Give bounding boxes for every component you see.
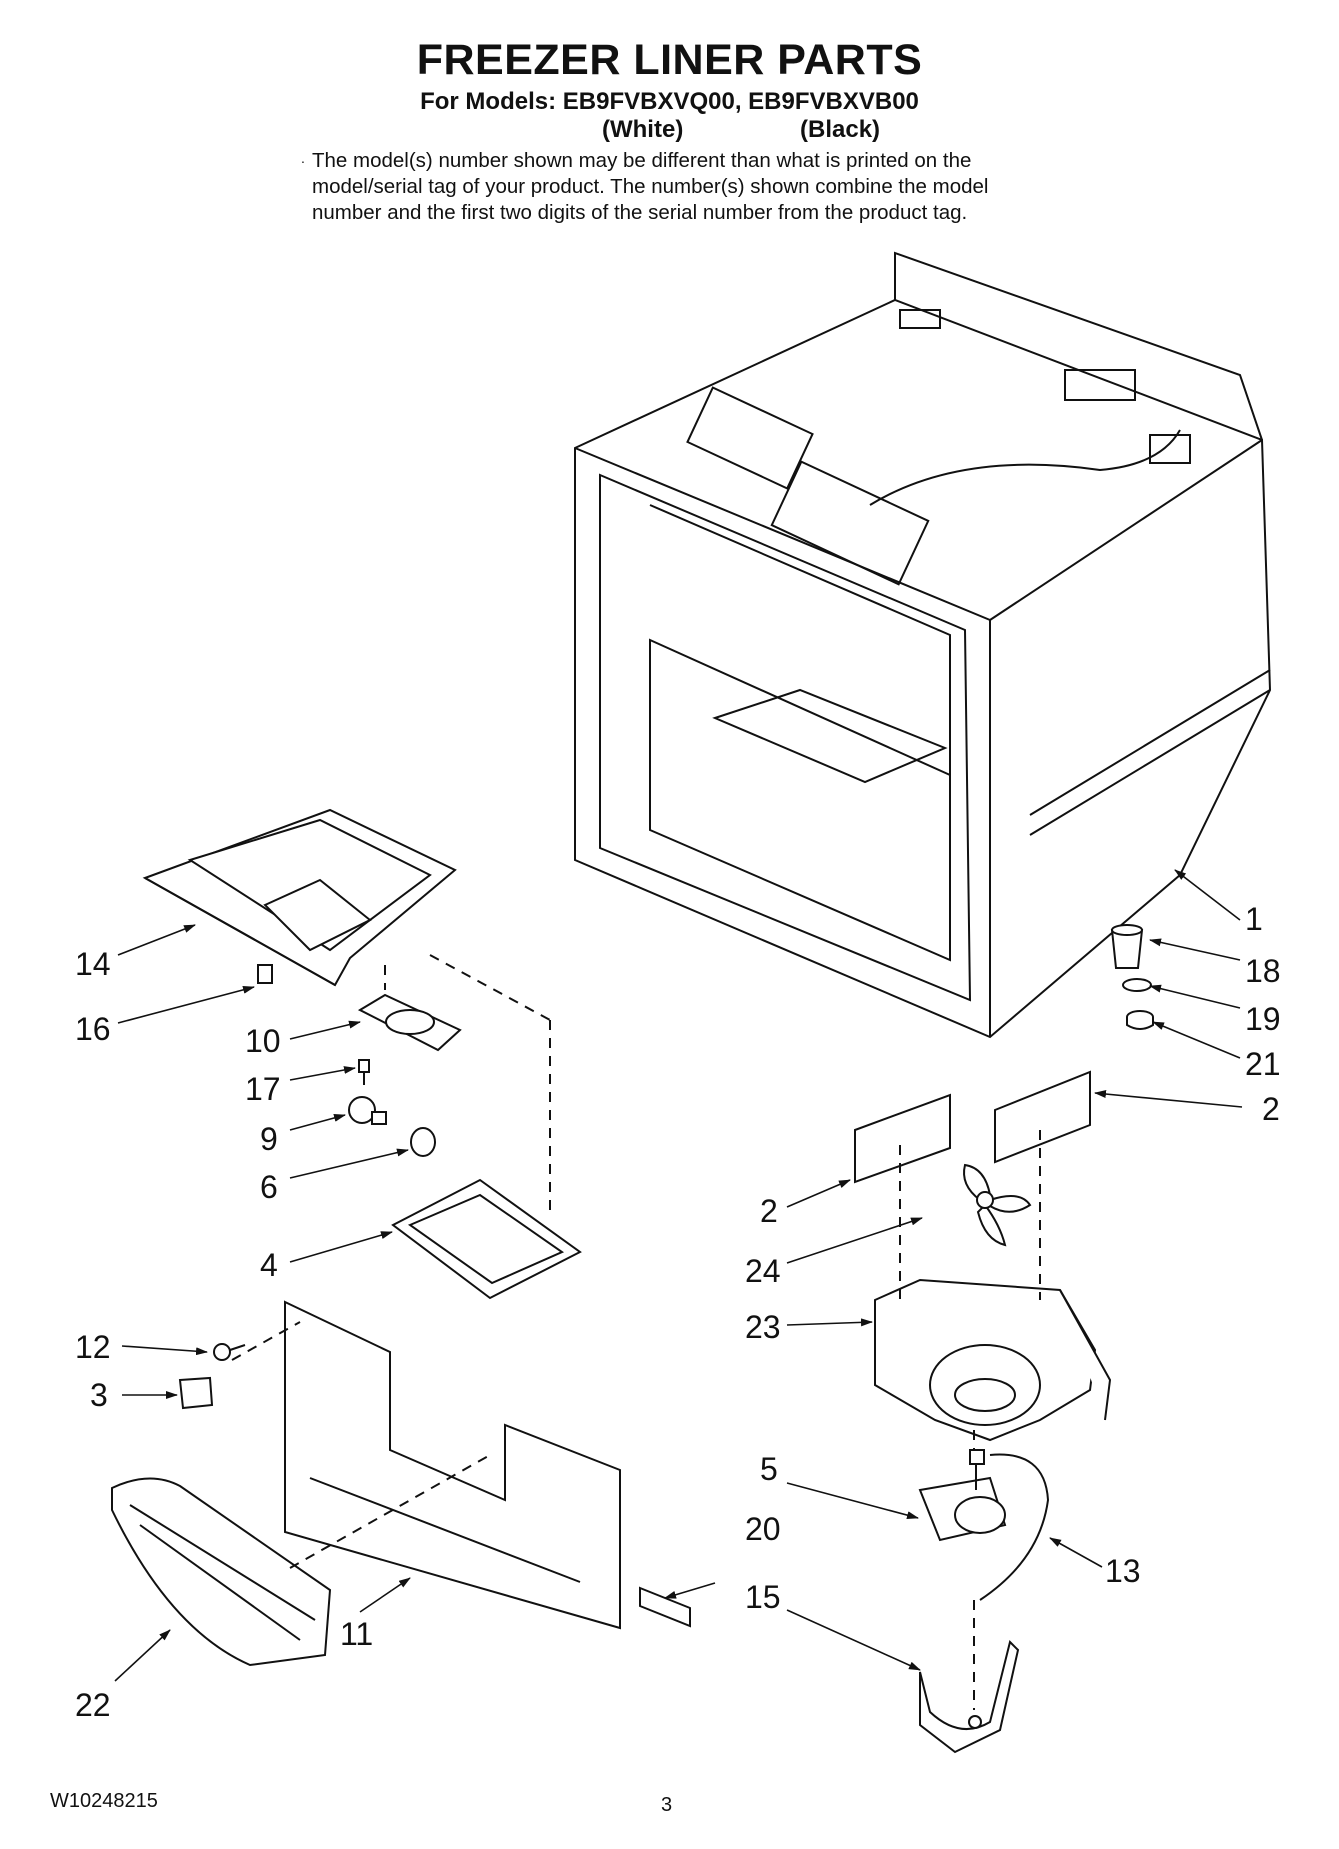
callout-20: 20 bbox=[745, 1511, 781, 1547]
grommet-part bbox=[1126, 1010, 1154, 1030]
callout-18: 18 bbox=[1245, 953, 1281, 989]
freezer-grille-part bbox=[111, 1477, 332, 1667]
color-black-label: (Black) bbox=[800, 116, 881, 143]
callout-14: 14 bbox=[75, 946, 111, 982]
note-line-1: The model(s) number shown may be differe… bbox=[312, 149, 972, 172]
color-white-label: (White) bbox=[602, 116, 684, 143]
document-number: W10248215 bbox=[50, 1790, 158, 1812]
callout-leaders bbox=[114, 869, 1243, 1682]
model-note: The model(s) number shown may be differe… bbox=[312, 148, 1112, 226]
note-line-2: model/serial tag of your product. The nu… bbox=[312, 175, 989, 198]
fan-housing-part bbox=[874, 1278, 1112, 1442]
fan-blade-part bbox=[963, 1163, 1032, 1247]
light-bulb-part bbox=[348, 1096, 387, 1125]
callout-3: 3 bbox=[90, 1377, 108, 1413]
callout-16: 16 bbox=[75, 1011, 111, 1047]
foam-strip-part bbox=[639, 1586, 691, 1628]
insulation-pad-right-part bbox=[994, 1070, 1091, 1164]
callout-12: 12 bbox=[75, 1329, 111, 1365]
callout-2-left: 2 bbox=[760, 1193, 778, 1229]
callout-labels: 1 18 19 21 2 2 24 23 5 13 20 15 14 16 10… bbox=[75, 901, 1281, 1723]
screw-part bbox=[358, 1059, 370, 1085]
callout-23: 23 bbox=[745, 1309, 781, 1345]
screw-part-12 bbox=[213, 1343, 246, 1361]
callout-11: 11 bbox=[340, 1616, 373, 1652]
note-line-3: number and the first two digits of the s… bbox=[312, 201, 968, 224]
page-number: 3 bbox=[661, 1794, 673, 1816]
callout-22: 22 bbox=[75, 1687, 111, 1723]
clip-part bbox=[178, 1376, 214, 1410]
models-line: For Models: EB9FVBXVQ00, EB9FVBXVB00 bbox=[420, 88, 919, 115]
insulation-pad-left-part bbox=[854, 1093, 951, 1184]
freezer-panel-part bbox=[284, 1300, 621, 1630]
callout-15: 15 bbox=[745, 1579, 781, 1615]
callout-2-right: 2 bbox=[1262, 1091, 1280, 1127]
assembly-guide-lines bbox=[231, 954, 1041, 1710]
fan-motor-part bbox=[918, 1449, 1007, 1542]
callout-6: 6 bbox=[260, 1169, 278, 1205]
callout-21: 21 bbox=[1245, 1046, 1281, 1082]
light-switch-part bbox=[257, 964, 273, 984]
o-ring-part bbox=[1122, 978, 1152, 992]
callout-24: 24 bbox=[745, 1253, 781, 1289]
note-bullet: . bbox=[301, 150, 305, 166]
motor-bracket-part bbox=[919, 1640, 1020, 1754]
page-title: FREEZER LINER PARTS bbox=[416, 36, 923, 84]
light-lens-part bbox=[357, 993, 462, 1052]
callout-13: 13 bbox=[1105, 1553, 1141, 1589]
freezer-liner-part bbox=[574, 251, 1272, 1039]
callout-10: 10 bbox=[245, 1023, 281, 1059]
damper-cup-part bbox=[1110, 924, 1144, 969]
lamp-socket-part bbox=[410, 1127, 436, 1157]
light-housing-part bbox=[142, 808, 457, 987]
callout-9: 9 bbox=[260, 1121, 278, 1157]
callout-4: 4 bbox=[260, 1247, 278, 1283]
callout-19: 19 bbox=[1245, 1001, 1281, 1037]
light-shield-part bbox=[391, 1178, 582, 1300]
callout-5: 5 bbox=[760, 1451, 778, 1487]
callout-1: 1 bbox=[1245, 901, 1263, 937]
wire-harness-part bbox=[979, 1453, 1050, 1601]
callout-17: 17 bbox=[245, 1071, 281, 1107]
